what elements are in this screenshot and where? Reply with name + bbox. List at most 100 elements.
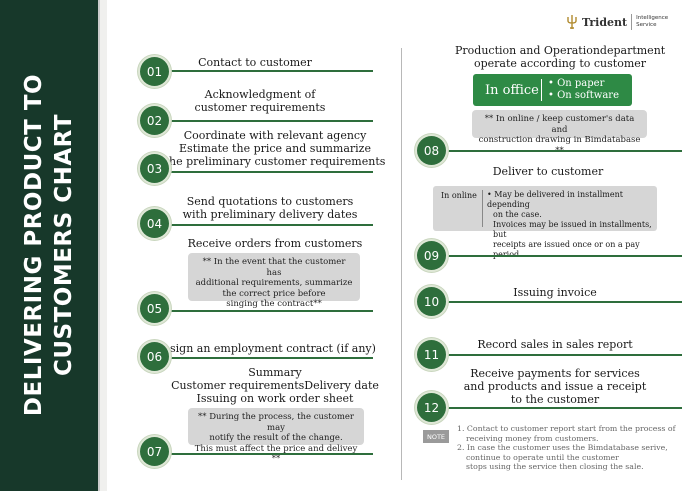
step-06-text: sign an employment contract (if any) bbox=[170, 342, 376, 355]
step-12-line-3: to the customer bbox=[510, 393, 600, 406]
step-11-line: Record sales in sales report bbox=[477, 338, 633, 351]
step-04-rule bbox=[155, 224, 373, 226]
step-01-line-rule bbox=[155, 70, 373, 72]
step-04-badge: 04 bbox=[140, 209, 169, 238]
delivery-box-details: • May be delivered in installment depend… bbox=[487, 186, 657, 259]
step-08-line-1: Production and Operationdepartment bbox=[455, 44, 666, 57]
step-03-rule bbox=[155, 171, 373, 173]
step-07-note-line-1: ** During the process, the customer may bbox=[198, 412, 354, 433]
step-05-note: ** In the event that the customer has ad… bbox=[188, 253, 360, 309]
logo-subtitle-line-2: Service bbox=[636, 22, 657, 28]
logo-subtitle-line-1: Intelligence bbox=[636, 15, 669, 21]
step-01-line: Contact to customer bbox=[198, 56, 312, 69]
step-12-line-2: and products and issue a receipt bbox=[463, 380, 647, 393]
step-08-badge: 08 bbox=[417, 136, 446, 165]
step-07-line-2: Customer requirementsDelivery date bbox=[171, 379, 379, 392]
step-09-text: Deliver to customer bbox=[488, 165, 608, 178]
step-03-line-3: the preliminary customer requirements bbox=[164, 155, 386, 168]
step-06-badge: 06 bbox=[140, 342, 169, 371]
trident-icon bbox=[567, 15, 577, 29]
step-07-note-line-3: This must affect the price and delivey *… bbox=[194, 443, 358, 465]
step-10-badge: 10 bbox=[417, 287, 446, 316]
step-02-line-1: Acknowledgment of bbox=[204, 88, 316, 101]
footnote-line-3: 2. In case the customer uses the Bimdata… bbox=[457, 443, 668, 452]
in-office-divider bbox=[541, 79, 542, 101]
step-01-number: 01 bbox=[146, 64, 163, 79]
step-03-line-1: Coordinate with relevant agency bbox=[183, 129, 367, 142]
step-12-rule bbox=[430, 407, 682, 409]
delivery-box-divider bbox=[482, 190, 483, 227]
step-07-badge: 07 bbox=[140, 437, 169, 466]
step-10-number: 10 bbox=[423, 294, 440, 309]
in-office-label: In office bbox=[485, 82, 539, 98]
delivery-box-line-1: • May be delivered in installment depend… bbox=[487, 190, 623, 209]
logo-divider bbox=[631, 14, 633, 30]
delivery-box-line-2: on the case. bbox=[493, 210, 542, 219]
step-05-number: 05 bbox=[146, 301, 163, 316]
step-05-line: Receive orders from customers bbox=[187, 237, 363, 250]
step-02-badge: 02 bbox=[140, 106, 169, 135]
step-05-note-line-4: singing the contract** bbox=[226, 299, 322, 309]
step-06-number: 06 bbox=[146, 349, 163, 364]
step-05-note-line-3: the correct price before bbox=[222, 288, 326, 299]
note-badge: NOTE bbox=[423, 430, 449, 443]
step-05-text: Receive orders from customers bbox=[185, 237, 365, 250]
step-08-line-2: operate according to customer bbox=[473, 57, 647, 70]
step-08-note: ** In online / keep customer's data and … bbox=[472, 110, 647, 156]
title-line-2: CUSTOMERS CHART bbox=[51, 113, 77, 377]
step-08-note-line-2: construction drawing in Bimdatabase ** bbox=[478, 135, 641, 156]
step-02-rule bbox=[155, 120, 373, 122]
step-08-number: 08 bbox=[423, 143, 440, 158]
step-04-line-1: Send quotations to customers bbox=[186, 195, 354, 208]
step-11-text: Record sales in sales report bbox=[470, 338, 640, 351]
in-office-list: • On paper • On software bbox=[548, 78, 619, 102]
step-10-text: Issuing invoice bbox=[505, 286, 605, 299]
in-office-item: • On software bbox=[548, 90, 619, 101]
step-10-rule bbox=[430, 301, 682, 303]
sidebar: DELIVERING PRODUCT TO CUSTOMERS CHART bbox=[0, 0, 98, 491]
step-09-rule bbox=[430, 255, 682, 257]
in-office-box: In office • On paper • On software bbox=[473, 74, 632, 106]
page-title: DELIVERING PRODUCT TO CUSTOMERS CHART bbox=[19, 5, 79, 485]
step-05-rule bbox=[155, 310, 373, 312]
step-07-note-line-2: notify the result of the change. bbox=[209, 433, 343, 443]
footnote-line-1: 1. Contact to customer report start from… bbox=[457, 424, 676, 433]
delivery-box-label: In online bbox=[441, 191, 477, 200]
step-03-number: 03 bbox=[146, 161, 163, 176]
footnote-line-5: stops using the service then closing the… bbox=[466, 462, 644, 471]
step-05-badge: 05 bbox=[140, 294, 169, 323]
step-01-text: Contact to customer bbox=[180, 56, 330, 69]
step-07-number: 07 bbox=[146, 444, 163, 459]
in-office-item-paper: On paper bbox=[557, 78, 605, 89]
step-09-badge: 09 bbox=[417, 241, 446, 270]
step-02-number: 02 bbox=[146, 113, 163, 128]
title-line-1: DELIVERING PRODUCT TO bbox=[21, 73, 47, 417]
step-11-number: 11 bbox=[423, 347, 440, 362]
logo-name: Trident bbox=[582, 15, 628, 29]
step-01-badge: 01 bbox=[140, 57, 169, 86]
delivery-box: In online • May be delivered in installm… bbox=[433, 186, 657, 259]
step-06-line: sign an employment contract (if any) bbox=[170, 342, 376, 355]
step-10-line: Issuing invoice bbox=[513, 286, 597, 299]
footnote-line-2: receiving money from customers. bbox=[466, 433, 599, 443]
step-08-rule bbox=[430, 150, 682, 152]
step-12-number: 12 bbox=[423, 400, 440, 415]
logo-subtitle: Intelligence Service bbox=[636, 15, 670, 29]
step-07-note: ** During the process, the customer may … bbox=[188, 408, 364, 464]
step-07-text: Summary Customer requirementsDelivery da… bbox=[170, 366, 380, 405]
step-07-line-1: Summary bbox=[248, 366, 302, 379]
step-11-rule bbox=[430, 354, 682, 356]
step-07-line-3: Issuing on work order sheet bbox=[196, 392, 354, 405]
step-03-text: Coordinate with relevant agency Estimate… bbox=[160, 129, 390, 168]
step-04-line-2: with preliminary delivery dates bbox=[182, 208, 358, 221]
step-12-text: Receive payments for services and produc… bbox=[460, 367, 650, 406]
step-12-line-1: Receive payments for services bbox=[470, 367, 640, 380]
step-03-line-2: Estimate the price and summarize bbox=[179, 142, 371, 155]
in-office-item-software: On software bbox=[557, 90, 619, 101]
logo: Trident Intelligence Service bbox=[566, 14, 670, 30]
step-02-text: Acknowledgment of customer requirements bbox=[170, 88, 350, 114]
step-03-badge: 03 bbox=[140, 154, 169, 183]
step-07-rule bbox=[155, 453, 373, 455]
step-11-badge: 11 bbox=[417, 340, 446, 369]
step-05-note-line-2: additional requirements, summarize bbox=[195, 278, 353, 288]
